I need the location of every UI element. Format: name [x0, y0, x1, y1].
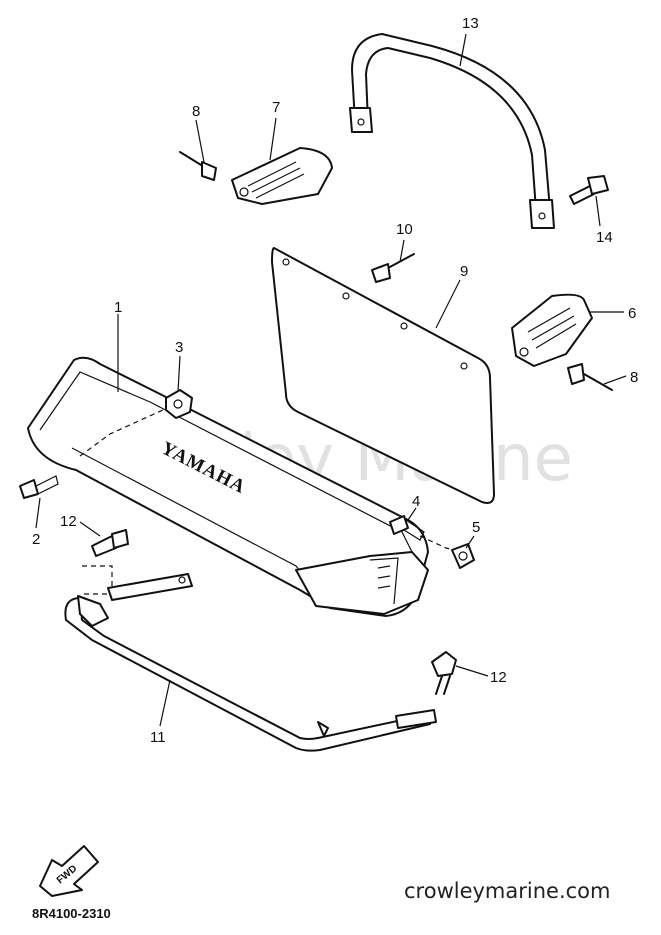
callout-1: 1: [114, 299, 122, 316]
website-text: crowleymarine.com: [404, 879, 610, 903]
callout-6: 6: [628, 305, 636, 322]
callout-4: 4: [412, 493, 420, 510]
part-10-rivet: [371, 253, 415, 283]
part-9-plate: [271, 247, 495, 504]
part-3-nut: [165, 389, 193, 419]
callout-3: 3: [175, 339, 183, 356]
diagram-code: 8R4100-2310: [32, 906, 111, 921]
callout-5: 5: [472, 519, 480, 536]
callout-2: 2: [32, 531, 40, 548]
part-12-bolt-left: [82, 529, 129, 595]
part-1-main-bumper: YAMAHA: [27, 356, 463, 617]
callout-11: 11: [150, 729, 166, 746]
part-7-handle-cover: [231, 147, 333, 205]
part-11-lower-bar: [64, 573, 437, 752]
callout-10: 10: [396, 221, 413, 238]
part-6-cover: [511, 293, 593, 367]
callout-8-top: 8: [192, 103, 200, 120]
callout-8-right: 8: [630, 369, 638, 386]
callout-14: 14: [596, 229, 613, 246]
part-14-bolt: [569, 175, 609, 205]
callout-12-right: 12: [490, 669, 507, 686]
part-13-grab-handle: [349, 33, 555, 229]
part-8-rivet-right: [567, 363, 613, 391]
part-2-screw: [19, 475, 59, 499]
part-4-bolt: [389, 515, 425, 541]
part-5-grommet: [451, 543, 475, 569]
callout-13: 13: [462, 15, 479, 32]
fwd-arrow-icon: FWD: [39, 845, 99, 897]
part-8-rivet-top: [179, 151, 217, 181]
callout-12-left: 12: [60, 513, 77, 530]
callout-9: 9: [460, 263, 468, 280]
leader-lines: [35, 33, 627, 727]
part-12-bolt-right: [431, 651, 457, 695]
callout-labels: 13 7 8 14 10 9 6 8 1 3 2 4 5 12 12 11: [32, 15, 638, 746]
callout-7: 7: [272, 99, 280, 116]
